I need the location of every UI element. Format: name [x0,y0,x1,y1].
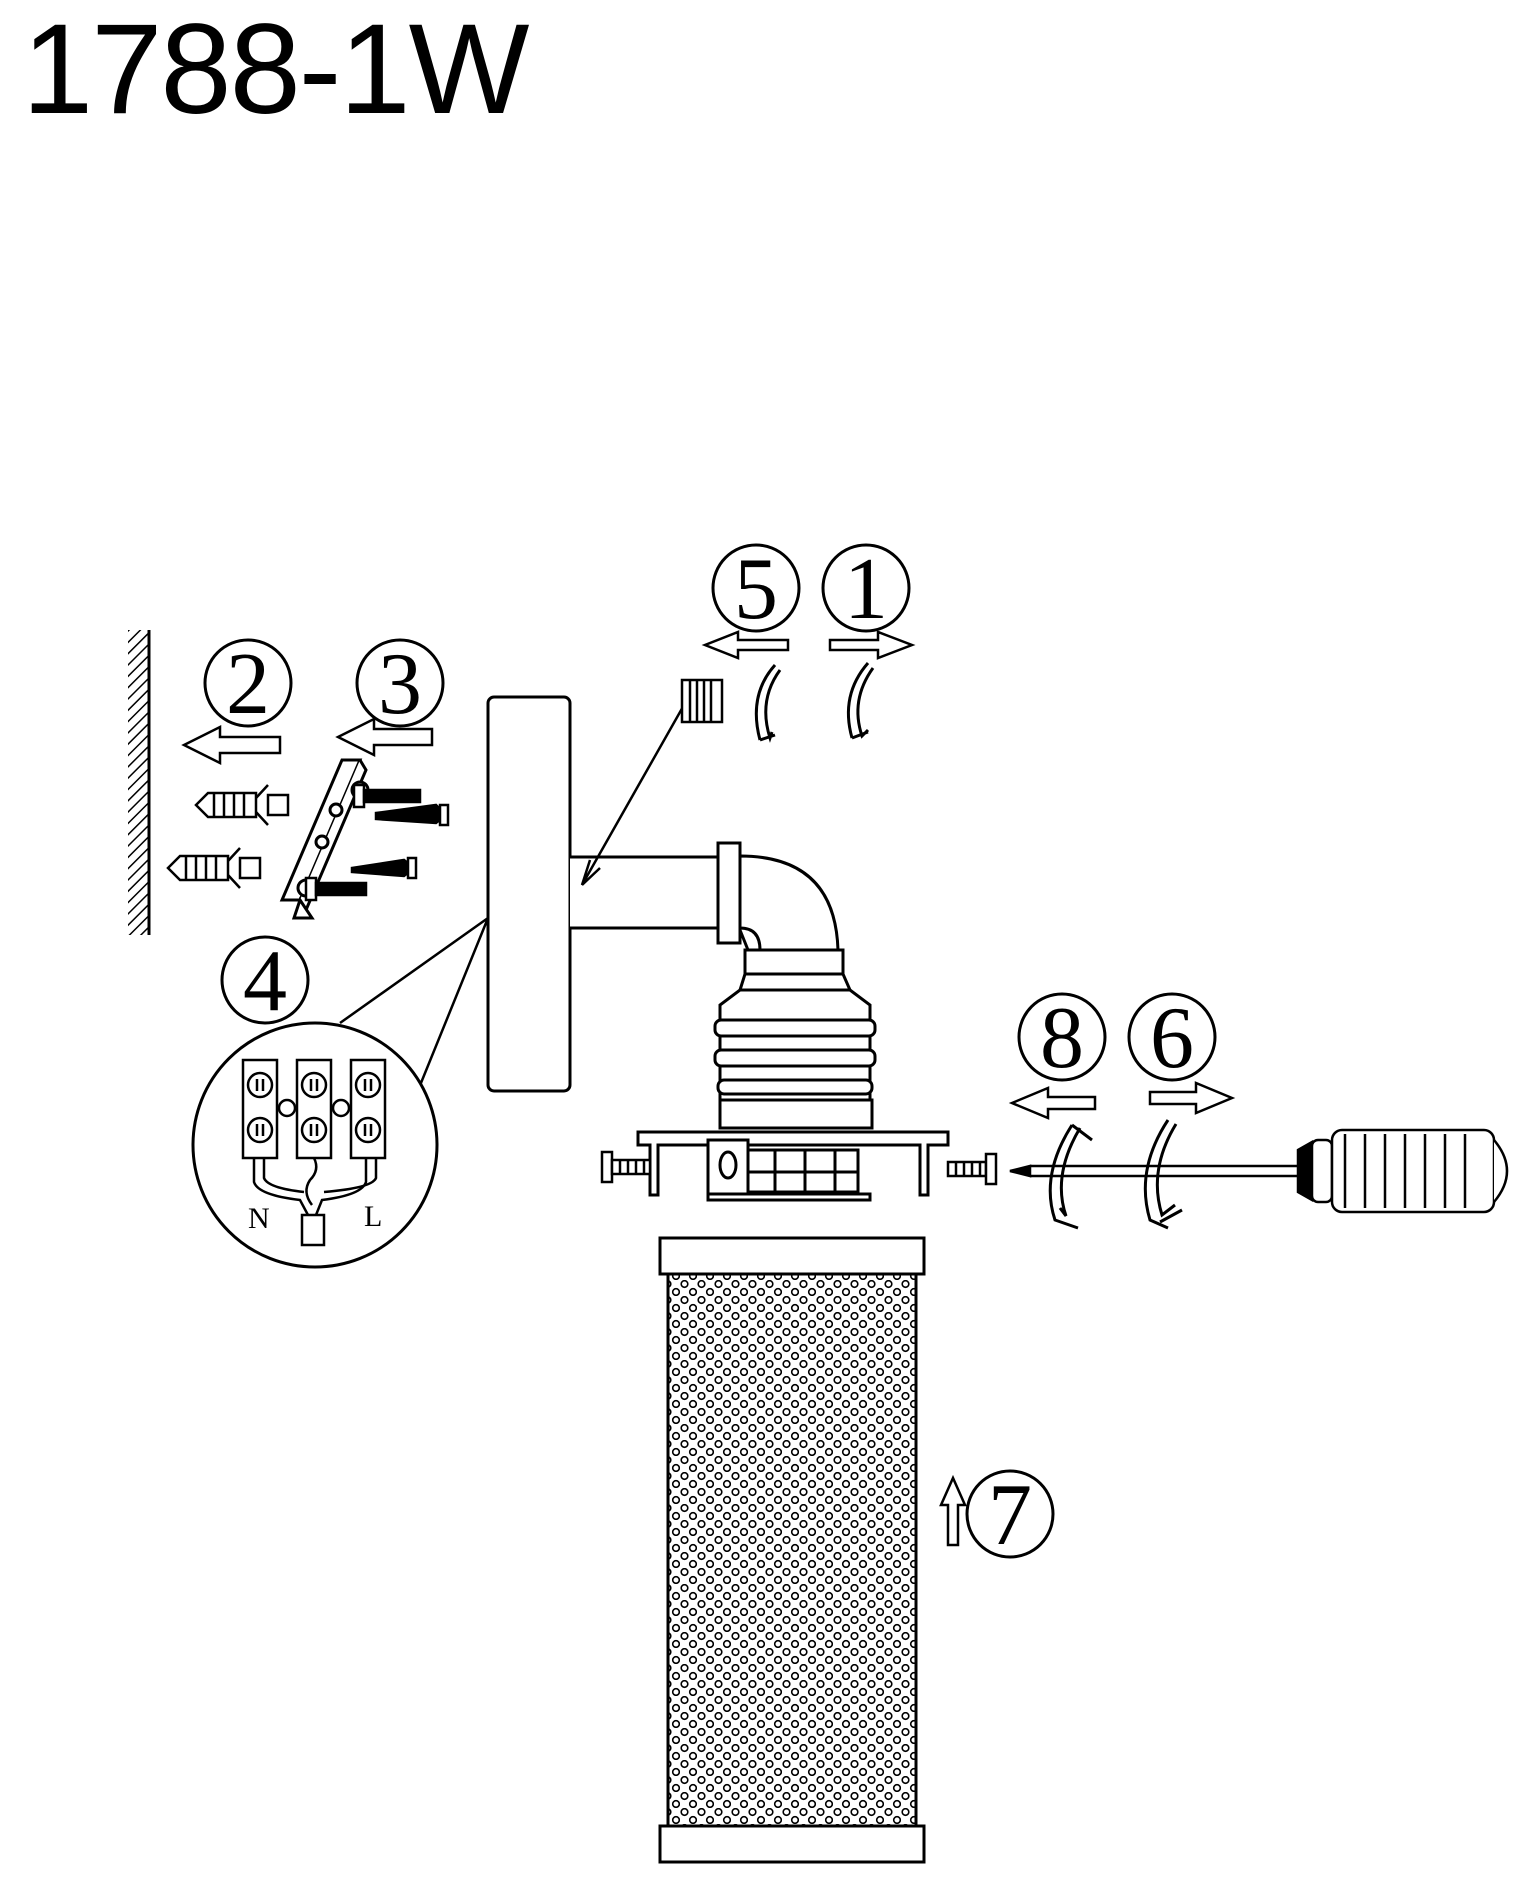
arrow-icon [701,630,790,660]
wall-plug-icon [166,847,262,889]
rotate-icon [754,663,782,743]
svg-text:L: L [364,1200,382,1233]
arrow-icon [181,724,282,766]
arrow-icon [1148,1081,1236,1115]
callout-lines [339,916,490,1111]
model-title: 1788-1W [22,0,529,141]
lamp-arm [570,841,845,976]
screw-icon [304,876,368,902]
step-5-badge: 5 [711,541,801,638]
step-8-badge: 8 [1017,990,1107,1087]
step-6-badge: 6 [1127,990,1217,1087]
step-4-badge: 4 [220,933,310,1030]
wall-plug-icon [194,784,290,826]
arrow-icon [939,1474,967,1547]
screwdriver-icon [1009,1128,1509,1214]
svg-text:2: 2 [226,636,270,733]
wall-icon [128,630,151,935]
svg-text:3: 3 [378,636,422,733]
svg-text:N: N [248,1202,270,1235]
screw-icon [374,803,450,827]
svg-text:6: 6 [1150,990,1194,1087]
arrow-icon [335,716,434,758]
step-2-badge: 2 [203,636,293,733]
svg-text:1: 1 [844,541,888,638]
nut-icon [680,678,724,724]
step-3-badge: 3 [355,636,445,733]
rotate-icon [846,662,875,740]
step-1-badge: 1 [821,541,911,638]
perforated-shade [658,1236,926,1864]
wall-plate [486,695,572,1093]
screw-icon [352,783,422,809]
arrow-icon [828,630,916,660]
screw-icon [600,1150,652,1184]
svg-text:4: 4 [243,933,287,1030]
screw-icon [946,1152,998,1186]
terminal-block-detail: N L [191,1021,439,1269]
shade-holder [636,1130,950,1202]
screw-icon [350,856,418,880]
rotate-icon [1048,1123,1093,1230]
arrow-icon [1008,1086,1097,1120]
svg-text:7: 7 [988,1467,1032,1564]
svg-text:8: 8 [1040,990,1084,1087]
svg-text:5: 5 [734,541,778,638]
lamp-socket [713,972,877,1130]
nut-pointer [580,704,686,886]
step-7-badge: 7 [965,1467,1055,1564]
rotate-icon [1143,1119,1183,1230]
